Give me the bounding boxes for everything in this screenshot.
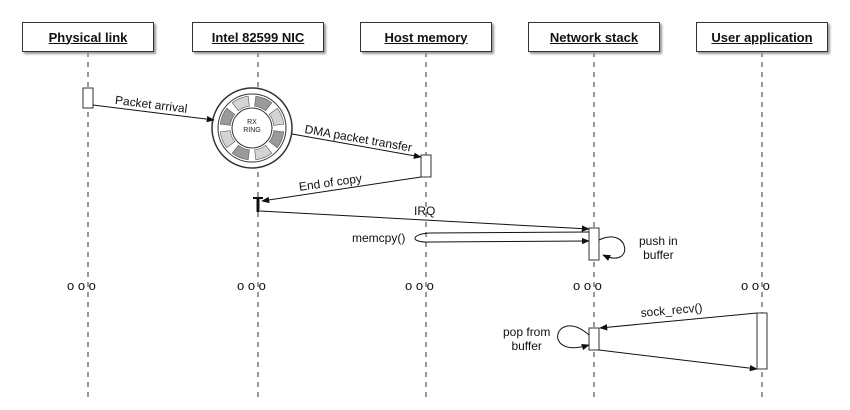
arrow-return-to-app xyxy=(598,349,758,372)
rx-ring-slot xyxy=(268,107,285,126)
lane-header-host-memory: Host memory xyxy=(360,22,492,52)
rx-ring-slot xyxy=(268,130,285,149)
arrow-dma-transfer xyxy=(291,133,422,159)
activation-physical-link xyxy=(82,87,94,109)
label-push-in-buffer: push in buffer xyxy=(639,234,678,262)
ellipsis-network-stack: o o o xyxy=(573,278,602,293)
activation-user-application xyxy=(756,312,768,370)
activation-network-stack-2 xyxy=(588,327,600,351)
rx-ring-slot xyxy=(254,144,273,161)
lane-header-user-application: User application xyxy=(696,22,828,52)
arrow-push-in-buffer xyxy=(598,236,626,261)
arrow-irq xyxy=(259,210,590,232)
rx-ring-slot xyxy=(219,130,236,149)
rx-ring-label: RX RING xyxy=(243,119,261,134)
arrow-end-of-copy xyxy=(261,176,422,204)
rx-ring-icon xyxy=(211,87,293,169)
arrow-pop-from-buffer xyxy=(557,325,590,351)
lane-header-network-stack: Network stack xyxy=(528,22,660,52)
ellipsis-nic: o o o xyxy=(237,278,266,293)
lane-header-nic: Intel 82599 NIC xyxy=(192,22,324,52)
label-memcpy: memcpy() xyxy=(352,231,406,245)
ellipsis-host-memory: o o o xyxy=(405,278,434,293)
lane-header-physical-link: Physical link xyxy=(22,22,154,52)
ellipsis-user-application: o o o xyxy=(741,278,770,293)
ellipsis-physical-link: o o o xyxy=(67,278,96,293)
activation-host-memory xyxy=(420,154,432,178)
arrow-packet-arrival xyxy=(92,104,215,123)
rx-ring-slot xyxy=(254,95,273,112)
arrow-memcpy-loop xyxy=(414,231,590,245)
rx-ring-slot xyxy=(231,95,250,112)
label-pop-from-buffer: pop from buffer xyxy=(503,325,551,353)
label-irq: IRQ xyxy=(414,204,436,218)
rx-ring-slot xyxy=(231,144,250,161)
arrow-sock-recv xyxy=(599,312,758,331)
rx-ring-slot xyxy=(219,107,236,126)
activation-network-stack-1 xyxy=(588,227,600,261)
